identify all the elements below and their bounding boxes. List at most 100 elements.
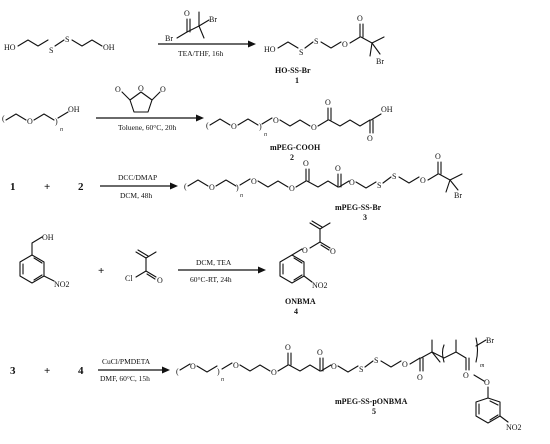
atom-o: O — [190, 362, 196, 371]
atom-o: O — [303, 159, 309, 168]
atom-o: O — [484, 378, 490, 387]
reagent-methacryloyl-chloride: Cl O — [125, 249, 163, 285]
reagent-succinic-anhydride: O O O — [115, 84, 166, 113]
repeat-subscript: m — [480, 363, 485, 369]
reaction-conditions-top: DCC/DMAP — [118, 173, 157, 182]
bracket-close: ) — [217, 367, 220, 376]
atom-s: S — [314, 37, 318, 46]
atom-o: O — [157, 276, 163, 285]
atom-oh: OH — [68, 105, 80, 114]
reactant-nitrobenzyl-alcohol: OH NO2 — [19, 233, 70, 289]
reaction-conditions: Toluene, 60°C, 20h — [118, 123, 177, 132]
atom-o: O — [302, 246, 308, 255]
atom-o: O — [420, 176, 426, 185]
atom-o: O — [335, 164, 341, 173]
atom-o: O — [184, 9, 190, 18]
compound-number: 3 — [363, 213, 367, 222]
bracket-open: ( — [206, 121, 209, 130]
atom-s: S — [377, 181, 381, 190]
atom-ho: HO — [4, 43, 16, 52]
atom-o: O — [273, 116, 279, 125]
product-2: ( O ) n O O O O OH — [206, 98, 393, 143]
atom-o: O — [289, 184, 295, 193]
atom-br: Br — [454, 191, 462, 200]
compound-number: 4 — [294, 307, 298, 316]
atom-oh: OH — [42, 233, 54, 242]
atom-o: O — [342, 40, 348, 49]
atom-s: S — [299, 48, 303, 57]
plus-sign: + — [44, 181, 50, 193]
bracket-open: ( — [184, 182, 187, 191]
compound-number: 1 — [295, 76, 299, 85]
atom-o: O — [367, 134, 373, 143]
bracket-close: ) — [236, 183, 239, 192]
atom-br: Br — [376, 57, 384, 66]
atom-o: O — [271, 368, 277, 377]
atom-s: S — [49, 46, 53, 55]
atom-br: Br — [486, 336, 494, 345]
reaction-2: ( O ) n OH O O O Toluene, 60°C, 20h ( O — [2, 84, 393, 162]
repeat-subscript: n — [264, 132, 267, 138]
compound-number: 5 — [372, 407, 376, 416]
atom-oh: OH — [103, 43, 115, 52]
reagent-bromoisobutyryl-bromide: Br O Br — [165, 9, 217, 43]
compound-number: 2 — [290, 153, 294, 162]
atom-o: O — [231, 122, 237, 131]
reactant-mpeg: ( O ) n OH — [2, 105, 80, 133]
reaction-conditions-bottom: DMF, 60°C, 15h — [100, 374, 150, 383]
atom-o: O — [330, 247, 336, 256]
repeat-subscript: n — [240, 193, 243, 199]
atom-s: S — [392, 172, 396, 181]
reaction-conditions-top: DCM, TEA — [196, 258, 232, 267]
reaction-conditions-bottom: DCM, 48h — [120, 191, 152, 200]
product-1: HO S S O O Br — [264, 14, 385, 66]
reactant-number: 1 — [10, 181, 16, 193]
repeat-subscript: n — [221, 377, 224, 383]
reaction-1: HO S S OH Br O Br TEA/THF, 16h HO — [4, 9, 385, 85]
atom-o: O — [27, 117, 33, 126]
atom-o: O — [251, 177, 257, 186]
atom-o: O — [115, 85, 121, 94]
atom-o: O — [233, 361, 239, 370]
atom-o: O — [209, 183, 215, 192]
plus-sign: + — [44, 365, 50, 377]
atom-o: O — [349, 178, 355, 187]
bracket-close: ) — [259, 122, 262, 131]
product-4-onbma: O O NO2 — [279, 220, 336, 290]
atom-o: O — [317, 348, 323, 357]
atom-o: O — [285, 343, 291, 352]
reactant-number: 3 — [10, 365, 16, 377]
atom-o: O — [402, 360, 408, 369]
repeat-subscript: n — [60, 127, 63, 133]
product-name: ONBMA — [285, 297, 316, 306]
atom-ho: HO — [264, 45, 276, 54]
reaction-conditions-top: CuCl/PMDETA — [102, 357, 151, 366]
atom-o: O — [311, 123, 317, 132]
bracket-open: ( — [2, 114, 5, 123]
reactant-number: 4 — [78, 365, 84, 377]
atom-s: S — [374, 356, 378, 365]
product-5: ( O ) n O O O O O S S O — [176, 336, 522, 432]
product-name: mPEG-SS-Br — [335, 203, 382, 212]
reaction-5: 3 + 4 CuCl/PMDETA DMF, 60°C, 15h ( O ) n… — [10, 336, 522, 432]
reaction-conditions: TEA/THF, 16h — [178, 49, 223, 58]
atom-o: O — [331, 362, 337, 371]
bracket-close: ) — [55, 117, 58, 126]
product-name: mPEG-SS-pONBMA — [335, 397, 408, 406]
nitro-group: NO2 — [312, 281, 328, 290]
nitro-group: NO2 — [506, 423, 522, 432]
nitro-group: NO2 — [54, 280, 70, 289]
atom-o: O — [325, 98, 331, 107]
atom-o: O — [357, 14, 363, 23]
reaction-4: OH NO2 + Cl O DCM, TEA 60°C-RT, 24h — [19, 220, 336, 316]
atom-o: O — [463, 371, 469, 380]
atom-o: O — [138, 84, 144, 93]
atom-s: S — [359, 365, 363, 374]
product-name: mPEG-COOH — [270, 143, 321, 152]
atom-cl: Cl — [125, 274, 133, 283]
atom-o: O — [160, 85, 166, 94]
reaction-3: 1 + 2 DCC/DMAP DCM, 48h ( O ) n O O O O — [10, 152, 463, 222]
product-name: HO-SS-Br — [275, 66, 311, 75]
product-3: ( O ) n O O O O O S S O — [184, 152, 463, 200]
